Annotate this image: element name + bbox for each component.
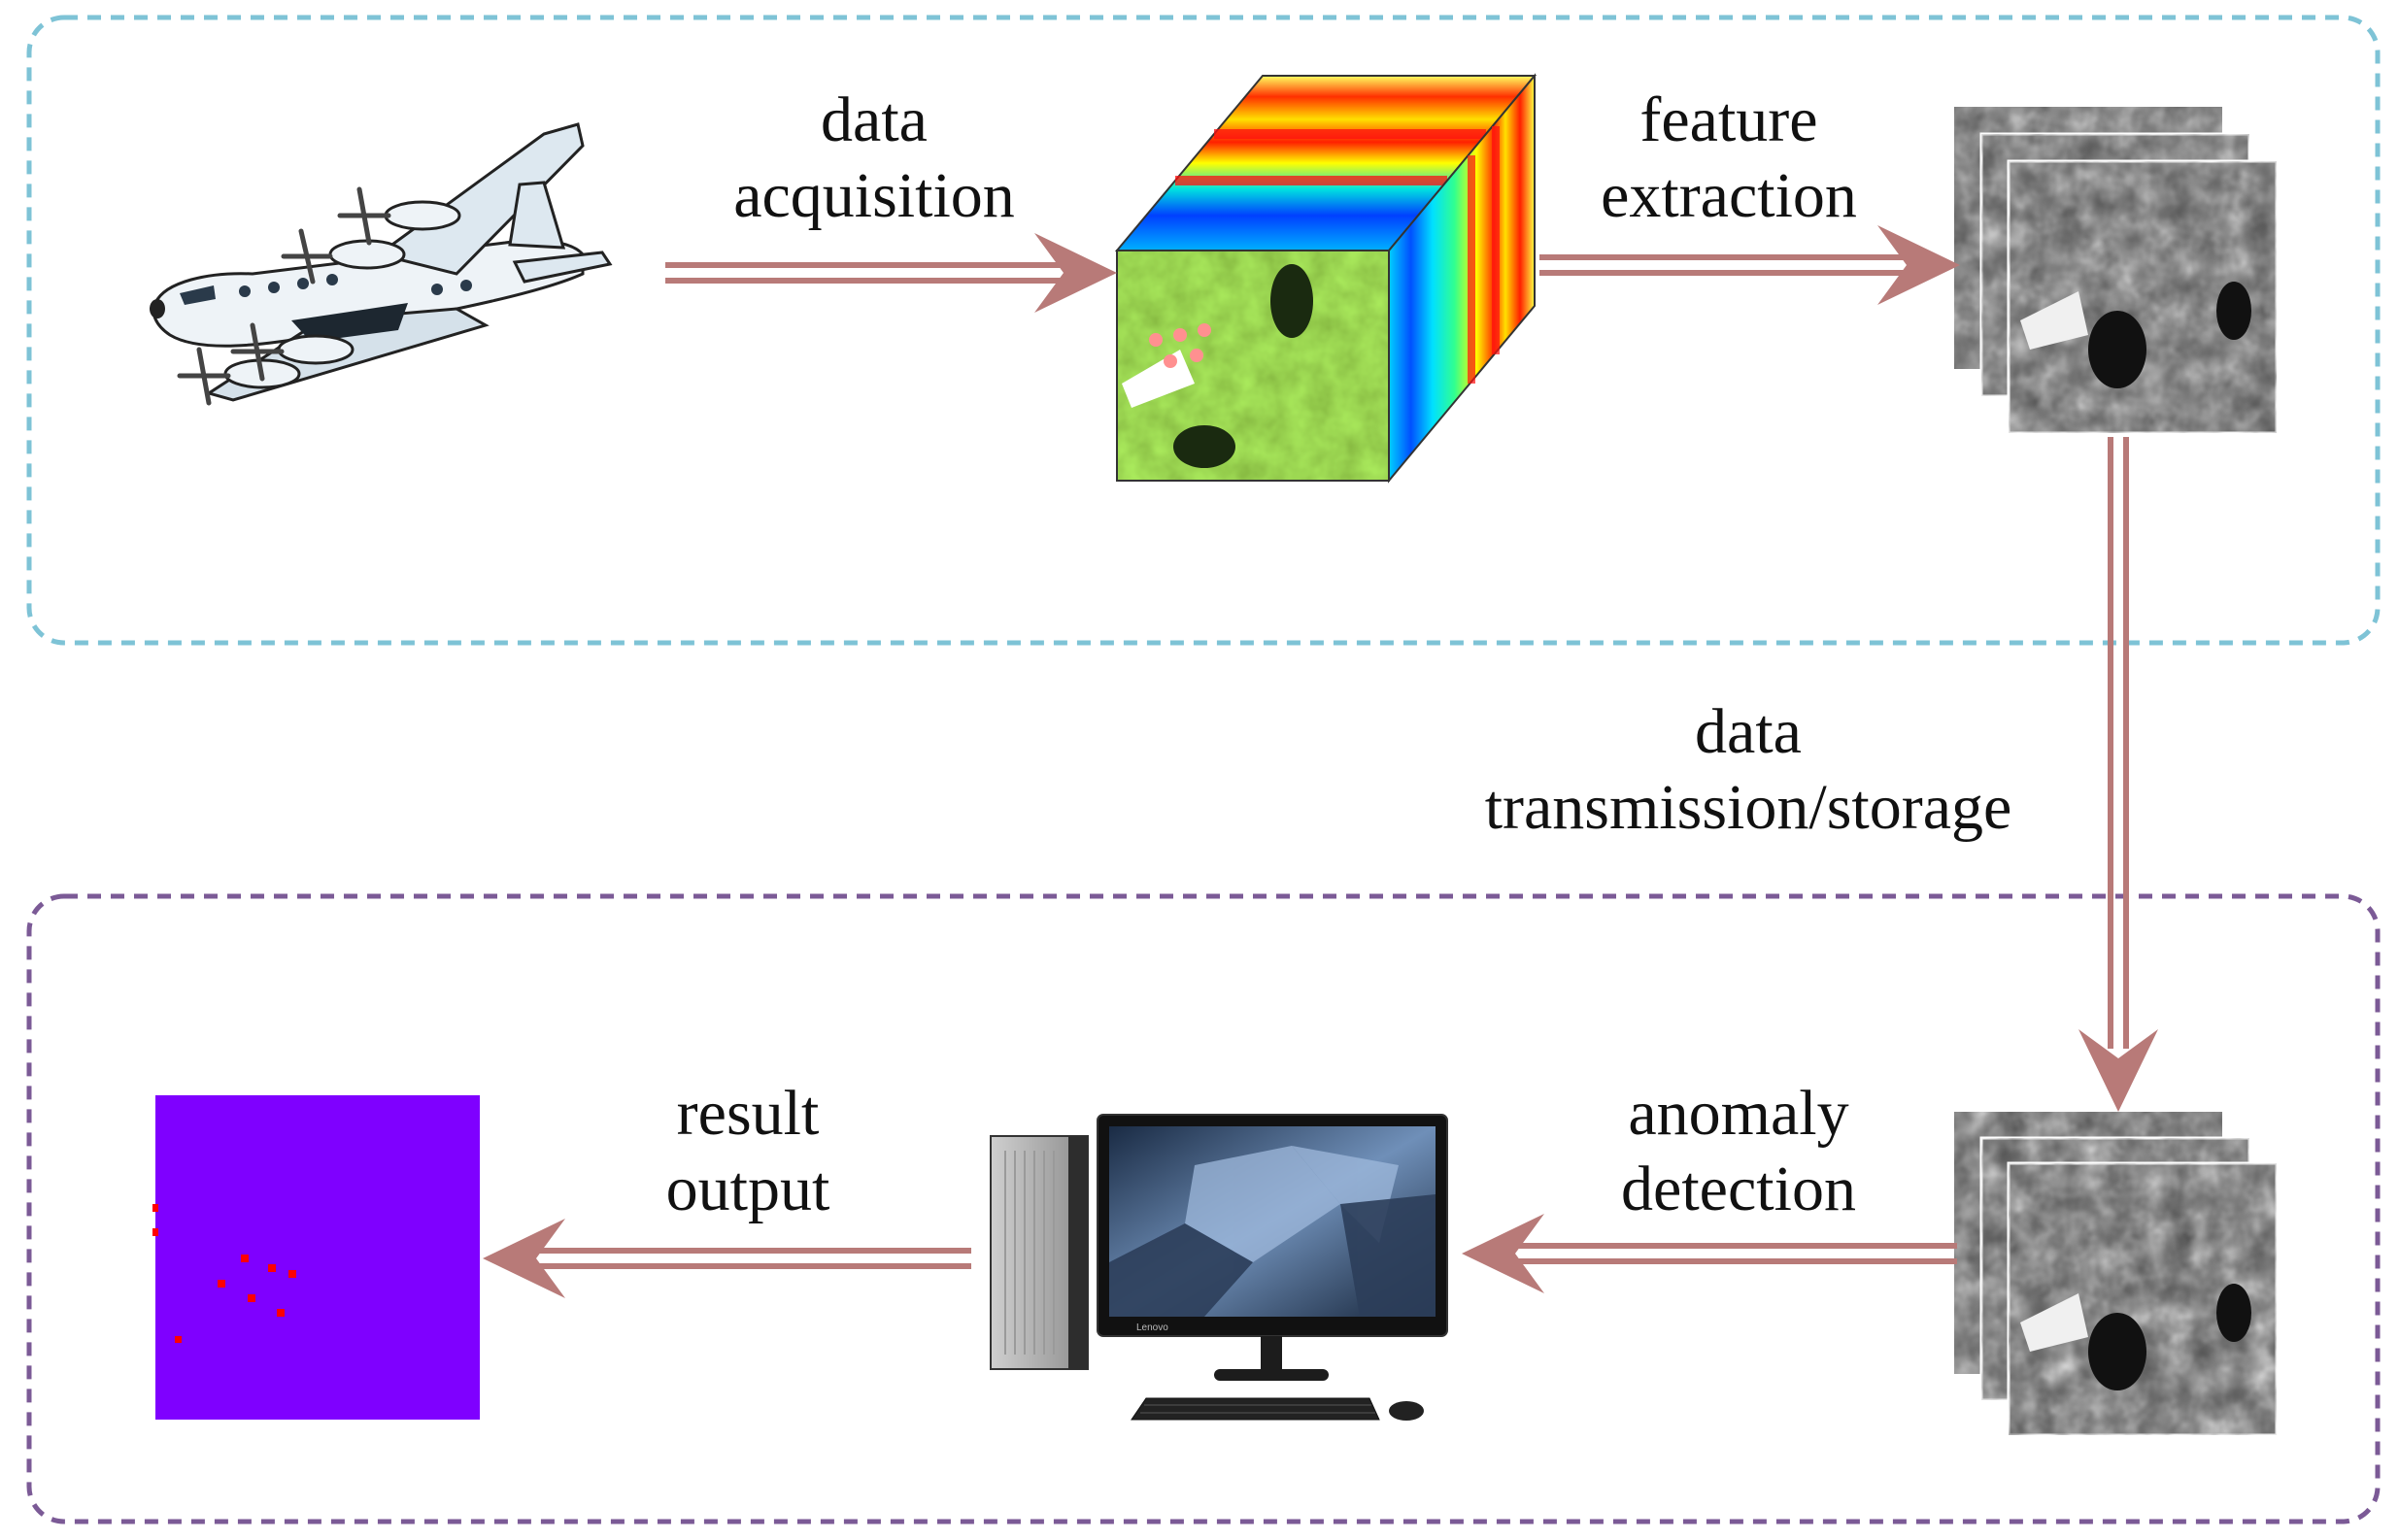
label-line: result <box>676 1078 820 1149</box>
label-line: transmission/storage <box>1484 772 2012 843</box>
anomaly-point <box>152 1204 158 1212</box>
arrow-feature-extraction <box>1539 225 1960 305</box>
label-data-transmission: data transmission/storage <box>1437 694 2059 846</box>
label-anomaly-detection: anomaly detection <box>1554 1076 1923 1227</box>
anomaly-point <box>152 1228 158 1236</box>
feature-map-stack-icon <box>1954 1112 2279 1437</box>
label-line: anomaly <box>1628 1078 1849 1149</box>
anomaly-point <box>241 1255 249 1262</box>
bottom-group-frame <box>26 893 2381 1524</box>
label-line: data <box>821 84 928 155</box>
label-line: detection <box>1621 1154 1856 1224</box>
label-line: output <box>665 1154 830 1224</box>
label-line: acquisition <box>733 160 1015 231</box>
label-line: data <box>1695 696 1802 767</box>
feature-map-stack-icon <box>1954 107 2279 435</box>
label-data-acquisition: data acquisition <box>680 83 1068 234</box>
label-feature-extraction: feature extraction <box>1554 83 1904 234</box>
anomaly-point <box>218 1280 225 1288</box>
arrow-data-transmission <box>2078 437 2158 1112</box>
hyperspectral-cube-icon <box>1114 73 1537 484</box>
arrow-result-output <box>483 1219 971 1298</box>
detection-result-map-icon <box>152 1095 480 1420</box>
arrow-anomaly-detection <box>1462 1214 1957 1293</box>
airplane-icon <box>150 122 613 406</box>
anomaly-point <box>288 1270 296 1278</box>
anomaly-point <box>268 1264 276 1272</box>
label-line: extraction <box>1601 160 1857 231</box>
anomaly-point <box>175 1336 182 1343</box>
desktop-computer-icon: Lenovo <box>990 1114 1448 1421</box>
anomaly-point <box>248 1294 255 1302</box>
anomaly-point <box>277 1309 285 1317</box>
monitor-brand-label: Lenovo <box>1136 1322 1168 1333</box>
top-group-frame <box>26 15 2381 646</box>
arrow-data-acquisition <box>665 233 1117 313</box>
label-line: feature <box>1639 84 1818 155</box>
label-result-output: result output <box>583 1076 913 1227</box>
